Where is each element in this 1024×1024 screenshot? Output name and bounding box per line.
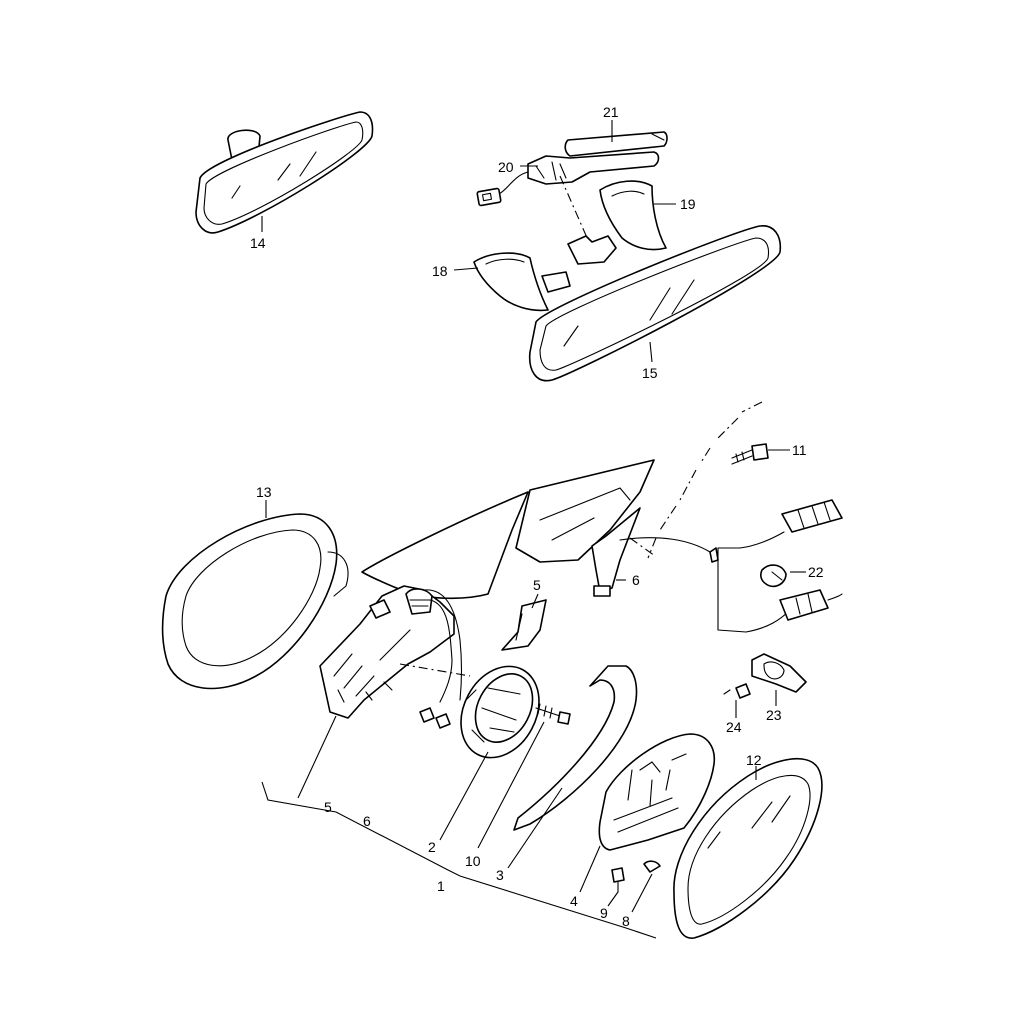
leader-18 [453, 267, 479, 271]
part-20-sensor-bracket [476, 151, 660, 207]
leader-10 [477, 721, 545, 849]
frame-cables [419, 589, 463, 729]
part-22-connector [760, 499, 843, 588]
label-24: 24 [726, 719, 742, 735]
leader-8 [631, 873, 653, 913]
part-19-trim-cover [599, 180, 667, 251]
label-5-frame: 5 [324, 799, 332, 815]
part-12-mirror-glass [673, 757, 823, 939]
label-9: 9 [600, 905, 608, 921]
label-13: 13 [256, 484, 272, 500]
harness-boundary [629, 401, 763, 559]
part-13-mirror-glass [161, 513, 349, 690]
part-21-cover [564, 131, 668, 157]
part-2-adjusting-motor [460, 665, 540, 759]
mirror-base-plate [361, 459, 655, 600]
mount-clip-parts [541, 175, 617, 293]
part-3-seal-strip [513, 665, 638, 831]
leader-15 [649, 341, 653, 363]
label-19: 19 [680, 196, 696, 212]
label-12: 12 [746, 752, 762, 768]
label-6-frame: 6 [363, 813, 371, 829]
leader-3 [507, 787, 563, 869]
label-14: 14 [250, 235, 266, 251]
leader-4 [579, 845, 601, 893]
leader-1-group [261, 781, 657, 939]
part-8-screw [643, 860, 661, 873]
part-14-interior-mirror [195, 111, 374, 234]
label-6-small: 6 [632, 572, 640, 588]
label-10: 10 [465, 853, 481, 869]
label-15: 15 [642, 365, 658, 381]
part-5-6-mirror-frame [319, 585, 471, 719]
lower-connector [779, 589, 843, 621]
part-11-screw [731, 443, 769, 465]
label-22: 22 [808, 564, 824, 580]
label-20: 20 [498, 159, 514, 175]
label-18: 18 [432, 263, 448, 279]
leader-lines [261, 120, 806, 939]
part-24-screw [723, 683, 751, 699]
wiring-harness [619, 531, 791, 633]
part-labels: 14 21 20 19 18 15 11 13 22 5 6 23 24 12 … [250, 104, 824, 929]
part-4-housing-cap [598, 733, 716, 851]
part-9-screw [611, 867, 625, 893]
part-10-bolt [535, 703, 571, 725]
label-8: 8 [622, 913, 630, 929]
part-15-interior-mirror [528, 225, 782, 382]
label-23: 23 [766, 707, 782, 723]
label-2: 2 [428, 839, 436, 855]
part-5-trim-piece [501, 599, 547, 651]
label-21: 21 [603, 104, 619, 120]
label-4: 4 [570, 893, 578, 909]
part-23-bracket [751, 653, 807, 693]
leader-frame [297, 715, 337, 799]
label-1: 1 [437, 878, 445, 894]
label-5-small: 5 [533, 577, 541, 593]
leader-9 [607, 891, 619, 907]
label-11: 11 [792, 442, 807, 458]
leader-2 [439, 751, 489, 841]
part-18-trim-cover [473, 252, 549, 312]
label-3: 3 [496, 867, 504, 883]
leader-5-small [531, 593, 539, 609]
